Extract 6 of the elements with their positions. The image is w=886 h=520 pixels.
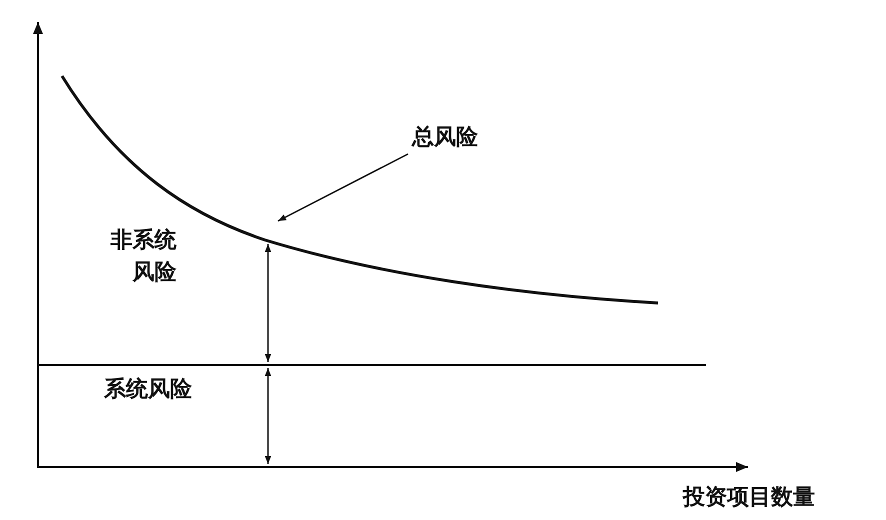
axis-label: 投资项目数量: [683, 484, 815, 512]
region-label: 非系统风险: [110, 227, 177, 287]
total-risk-curve: [60, 75, 658, 304]
region-label: 系统风险: [104, 376, 192, 404]
curve-label: 总风险: [412, 122, 478, 152]
leader-line: [278, 153, 408, 222]
